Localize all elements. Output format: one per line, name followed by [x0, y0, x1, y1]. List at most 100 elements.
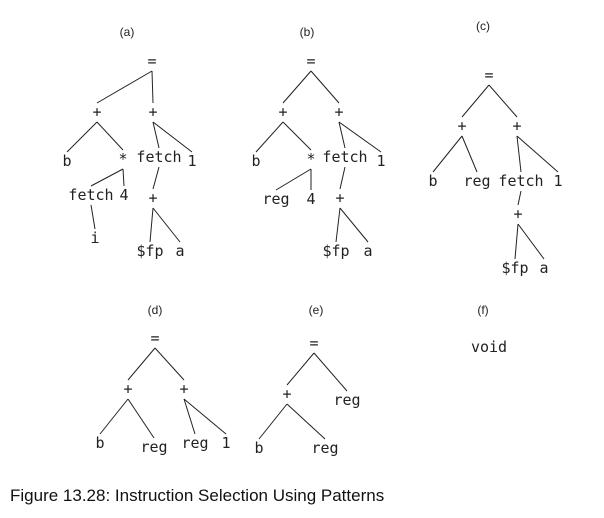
tree-edge	[122, 168, 125, 187]
tree-edge	[152, 166, 160, 190]
tree-node-plusR: +	[512, 117, 521, 135]
tree-node-b: b	[95, 434, 104, 452]
tree-edge	[286, 352, 315, 386]
tree-node-plusL: +	[457, 117, 466, 135]
tree-node-one: 1	[376, 152, 385, 170]
tree-node-b: b	[428, 172, 437, 190]
tree-node-a: a	[539, 259, 548, 277]
tree-node-plusR: +	[334, 103, 343, 121]
tree-diagrams: (a) = + + b * fetch 1 fetch 4 + i $fp a (b) = + + b * fetch 1…	[62, 19, 562, 457]
tree-node-root: =	[150, 329, 159, 347]
tree-edge	[152, 207, 181, 243]
tree-edge	[517, 223, 545, 260]
tree-node-plus3: +	[335, 189, 344, 207]
tree-edge	[286, 403, 326, 440]
tree-edge	[149, 207, 154, 243]
tree-node-plusL: +	[278, 103, 287, 121]
panel-c: (c) = + + b reg fetch 1 + $fp a	[428, 19, 562, 277]
tree-node-four: 4	[119, 186, 128, 204]
tree-node-four: 4	[306, 190, 315, 208]
tree-edge	[96, 70, 153, 104]
tree-edge	[127, 347, 156, 381]
tree-edge	[517, 190, 522, 206]
tree-node-plusL: +	[123, 380, 132, 398]
tree-node-fetchR: fetch	[322, 148, 367, 166]
tree-edge	[275, 168, 312, 191]
panel-label: (c)	[476, 19, 490, 33]
tree-edge	[516, 135, 522, 173]
tree-edge	[90, 168, 124, 187]
tree-node-root: =	[484, 66, 493, 84]
tree-edge	[335, 207, 341, 243]
tree-node-fetch: fetch	[498, 172, 543, 190]
tree-node-root: =	[309, 334, 318, 352]
tree-node-plus3: +	[513, 205, 522, 223]
panel-b: (b) = + + b * fetch 1 reg 4 + $fp a	[251, 25, 385, 260]
tree-edge	[461, 135, 478, 173]
tree-node-i: i	[90, 229, 99, 247]
tree-edge	[154, 347, 185, 381]
tree-node-plusR: +	[179, 380, 188, 398]
tree-edge	[183, 398, 196, 435]
tree-edge	[183, 398, 227, 435]
tree-node-plusL: +	[92, 103, 101, 121]
tree-edge	[255, 121, 284, 153]
tree-node-reg: reg	[463, 172, 490, 190]
tree-edge	[461, 84, 490, 118]
tree-edge	[96, 121, 124, 151]
tree-node-reg2: reg	[181, 434, 208, 452]
tree-node-regB: reg	[311, 439, 338, 457]
tree-node-plus3: +	[148, 189, 157, 207]
tree-edge	[514, 223, 519, 260]
tree-edge	[282, 121, 312, 151]
tree-node-void: void	[471, 338, 507, 356]
tree-edge	[258, 403, 288, 440]
tree-edge	[151, 70, 154, 104]
tree-node-reg: reg	[262, 190, 289, 208]
tree-node-fp: $fp	[136, 242, 163, 260]
tree-edge	[282, 70, 312, 104]
tree-node-root: =	[147, 52, 156, 70]
panel-label: (e)	[309, 303, 324, 317]
panel-label: (d)	[148, 303, 163, 317]
tree-node-fetchL: fetch	[68, 186, 113, 204]
tree-node-star: *	[118, 150, 127, 168]
tree-node-star: *	[306, 150, 315, 168]
panel-f: (f) void	[471, 303, 507, 356]
tree-node-one: 1	[221, 434, 230, 452]
tree-node-one: 1	[553, 172, 562, 190]
tree-edge	[338, 121, 382, 153]
tree-edge	[66, 121, 98, 153]
tree-edge	[516, 135, 559, 173]
tree-edge	[152, 121, 193, 153]
tree-node-a: a	[363, 242, 372, 260]
panel-label: (f)	[477, 303, 488, 317]
tree-node-fp: $fp	[501, 259, 528, 277]
tree-edge	[90, 204, 96, 230]
tree-edge	[313, 352, 348, 392]
tree-node-b: b	[254, 439, 263, 457]
tree-node-fetchR: fetch	[136, 148, 181, 166]
panel-label: (a)	[120, 25, 135, 39]
tree-edge	[152, 121, 160, 149]
tree-edge	[432, 135, 463, 173]
tree-edge	[339, 166, 346, 190]
tree-node-b: b	[251, 152, 260, 170]
tree-node-fp: $fp	[322, 242, 349, 260]
panel-e: (e) = + reg b reg	[254, 303, 360, 457]
tree-node-one: 1	[187, 152, 196, 170]
figure-caption: Figure 13.28: Instruction Selection Usin…	[10, 486, 385, 505]
tree-node-root: =	[306, 52, 315, 70]
tree-node-plus: +	[282, 385, 291, 403]
tree-edge	[99, 398, 129, 435]
tree-edge	[310, 70, 340, 104]
tree-edge	[339, 207, 369, 243]
tree-edge	[338, 121, 346, 149]
panel-label: (b)	[300, 25, 315, 39]
tree-node-reg1: reg	[140, 438, 167, 456]
tree-node-plusR: +	[148, 103, 157, 121]
tree-node-regR: reg	[333, 391, 360, 409]
